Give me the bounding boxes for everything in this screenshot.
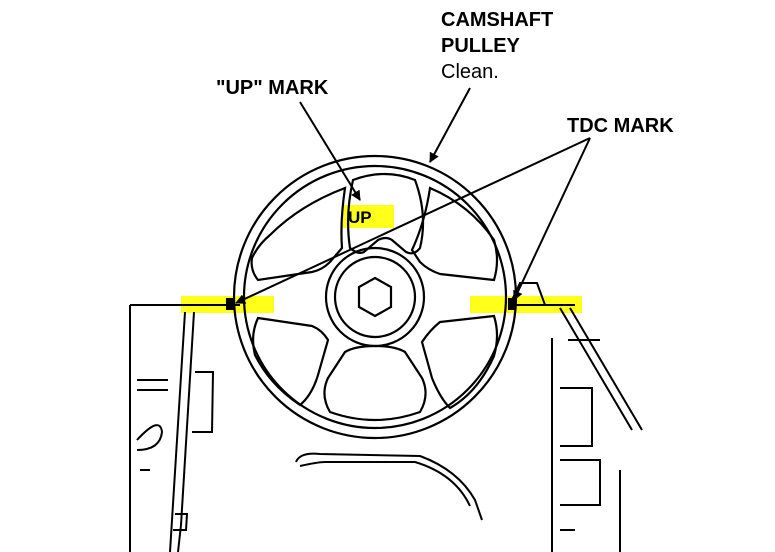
camshaft-bolt-hex	[357, 276, 393, 318]
pulley-hub-inner	[333, 255, 417, 339]
camshaft-label-line1: CAMSHAFT	[441, 9, 553, 31]
up-mark-label: "UP" MARK	[216, 77, 329, 99]
belt-cover-curve	[295, 452, 483, 521]
pulley-up-text: UP	[348, 208, 372, 227]
spoke-window-left-upper	[250, 186, 347, 282]
spoke-window-bottom	[323, 344, 427, 422]
spoke-window-top	[347, 172, 425, 255]
left-cylinder-head	[129, 304, 215, 552]
camshaft-note: Clean.	[441, 61, 499, 83]
tdc-leader-left	[235, 137, 591, 304]
spoke-window-left-lower	[251, 316, 330, 407]
highlights	[181, 205, 582, 313]
up-mark-highlight	[343, 205, 394, 228]
spoke-window-right-upper	[410, 186, 499, 282]
spoke-window-right-lower	[420, 314, 499, 410]
camshaft-label-line2: PULLEY	[441, 35, 521, 57]
leader-lines	[235, 87, 591, 304]
up-mark-leader	[299, 101, 361, 201]
tdc-leader-right	[513, 137, 591, 301]
camshaft-leader	[429, 87, 471, 163]
right-cylinder-head	[511, 282, 643, 552]
pulley-hub-outer	[324, 246, 426, 348]
labels: CAMSHAFT PULLEY Clean. "UP" MARK TDC MAR…	[216, 9, 674, 137]
tdc-mark-label: TDC MARK	[567, 115, 674, 137]
